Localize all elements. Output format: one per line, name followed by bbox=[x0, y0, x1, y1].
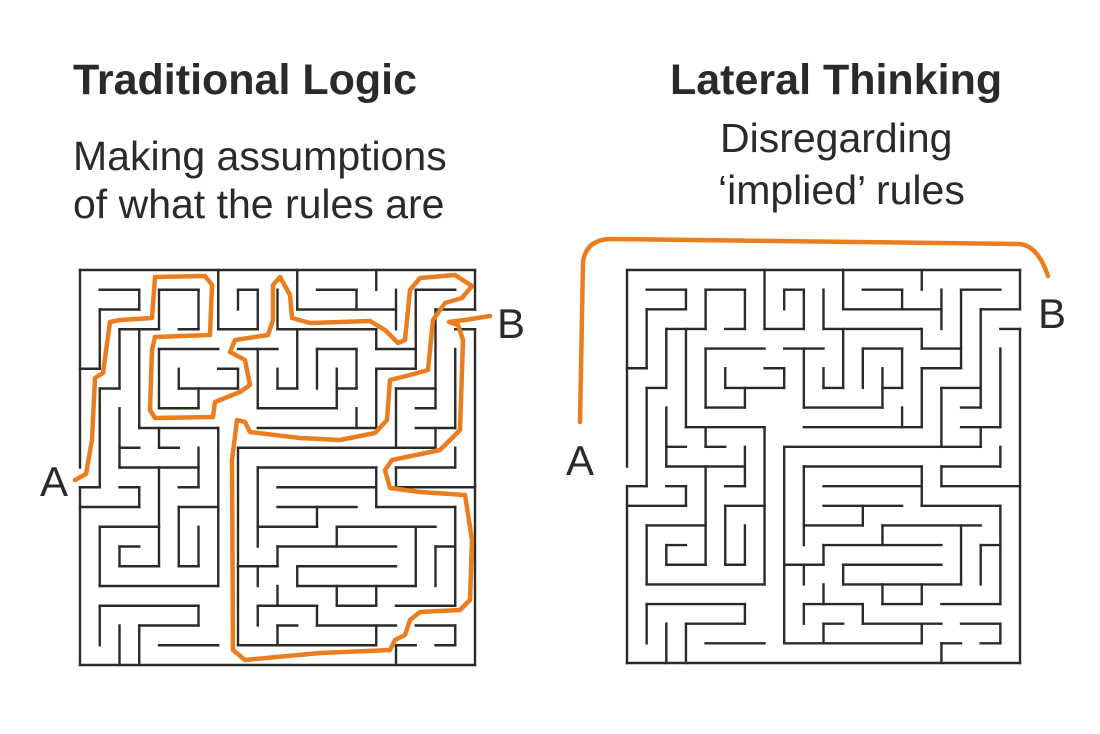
left-solution-path bbox=[72, 272, 493, 663]
left-maze bbox=[78, 268, 477, 667]
right-start-label: A bbox=[566, 437, 594, 484]
left-start-label: A bbox=[40, 458, 68, 505]
right-solution-path bbox=[577, 236, 1051, 425]
left-title: Traditional Logic bbox=[73, 56, 417, 104]
right-maze bbox=[625, 268, 1022, 665]
left-subtitle-line2: of what the rules are bbox=[73, 181, 444, 227]
right-end-label: B bbox=[1038, 290, 1066, 337]
left-subtitle-line1: Making assumptions bbox=[73, 133, 447, 179]
right-title: Lateral Thinking bbox=[670, 56, 1002, 104]
left-end-label: B bbox=[497, 300, 525, 347]
right-subtitle-line2: ‘implied’ rules bbox=[718, 167, 965, 213]
right-subtitle-line1: Disregarding bbox=[720, 115, 952, 161]
